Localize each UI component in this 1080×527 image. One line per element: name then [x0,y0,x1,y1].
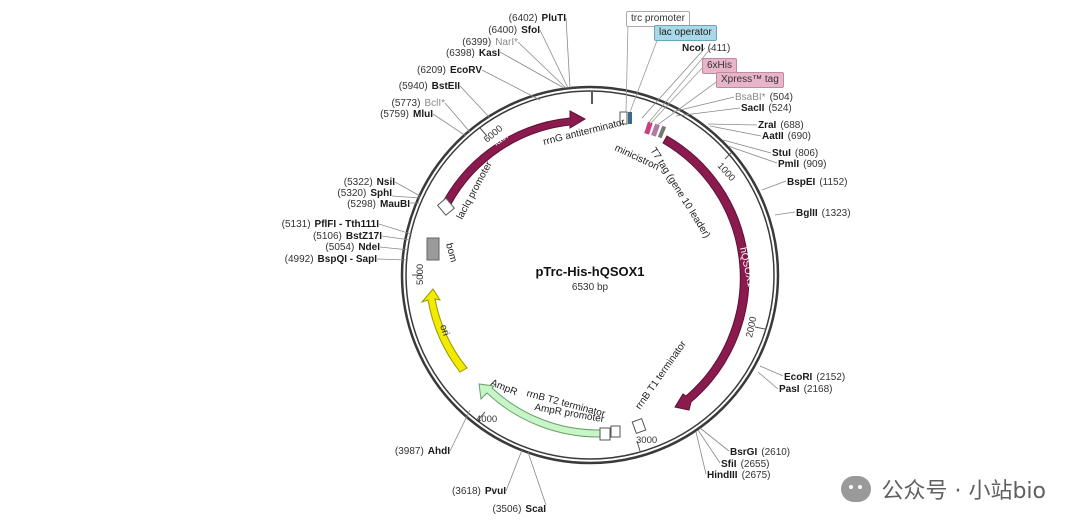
site-eco-rv: (6209)EcoRV [417,65,482,76]
site-bcl-i: (5773)BclI* [392,98,446,109]
lac-operator-tag: lac operator [654,25,717,41]
site-ahd-i: (3987)AhdI [395,446,450,457]
site-bsr-gi: BsrGI(2610) [730,447,790,458]
site-sca-i: (3506)ScaI [493,504,547,515]
rrnb-t1-box [631,418,647,434]
ruler-ticks [412,127,766,452]
hqsox1-arrow [662,135,750,411]
plasmid-name: pTrc-His-hQSOX1 [535,264,644,279]
site-aat-ii: AatII(690) [762,131,811,142]
site-kas-i: (6398)KasI [446,48,500,59]
wechat-logo-icon [841,476,872,502]
ori-label: ori [437,323,451,337]
site-plu-ti: (6402)PluTI [509,13,567,24]
site-leader-lines-left [376,17,571,506]
site-bst-eii: (5940)BstEII [399,81,460,92]
bom-label: bom [443,242,459,264]
bom-box [426,237,440,261]
site-nsi-i: (5322)NsiI [344,177,395,188]
laci-arrow [443,110,587,205]
trc-promoter-box [619,111,628,125]
ampr-promoter-box [599,427,611,441]
lac-operator-mark [628,112,632,124]
t7-tag-mark [657,125,667,139]
site-bsabi: BsaBI*(504) [735,92,793,103]
site-mlu-i: (5759)MluI [380,109,433,120]
backbone-inner-ring [405,90,775,460]
site-sph-i: (5320)SphI [337,188,392,199]
xpress-tag: Xpress™ tag [716,72,784,88]
ampr-arrow [478,383,601,438]
site-sfo-i: (6400)SfoI [488,25,540,36]
site-stu-i: StuI(806) [772,148,818,159]
t7-tag-label: T7 tag (gene 10 leader) [647,146,712,240]
ruler-label-4000: 4000 [476,414,497,425]
laciq-promoter-box [436,197,456,216]
site-leader-lines-right [641,47,796,475]
watermark: 公众号 · 小站bio [841,473,1046,505]
site-hind-iii: HindIII(2675) [707,470,770,481]
site-bsp-ei: BspEI(1152) [787,177,848,188]
plasmid-size: 6530 bp [572,282,609,293]
site-sfi-i: SfiI(2655) [721,459,769,470]
site-pvu-i: (3618)PvuI [452,486,506,497]
site-nde-i: (5054)NdeI [325,242,380,253]
ruler-label-3000: 3000 [636,435,657,446]
backbone-outer-ring [400,85,780,465]
ruler-label-5000: 5000 [415,264,426,285]
tag-leader-lines [625,23,720,127]
xpress-tag-mark [651,123,660,137]
site-sac-ii: SacII(524) [741,103,792,114]
site-bstz17i: (5106)BstZ17I [313,231,382,242]
rrnb-t2-box [610,425,621,438]
site-pas-i: PasI(2168) [779,384,832,395]
site-pflfi-tth111i: (5131)PflFI - Tth111I [282,219,380,230]
site-eco-ri: EcoRI(2152) [784,372,845,383]
site-zra-i: ZraI(688) [758,120,804,131]
watermark-text: 公众号 · 小站bio [881,479,1046,504]
site-bgl-ii: BglII(1323) [796,208,851,219]
site-bspqi-sapi: (4992)BspQI - SapI [285,254,378,265]
site-mau-bi: (5298)MauBI [347,199,410,210]
his-tag-mark [644,121,653,135]
site-nar-i: (6399)NarI* [462,37,518,48]
ruler-label-2000: 2000 [744,316,759,339]
ori-arrow [420,288,468,373]
ruler-label-1000: 1000 [715,161,737,184]
site-pml-i: PmlI(909) [778,159,826,170]
site-nco-i: NcoI(411) [682,43,730,54]
